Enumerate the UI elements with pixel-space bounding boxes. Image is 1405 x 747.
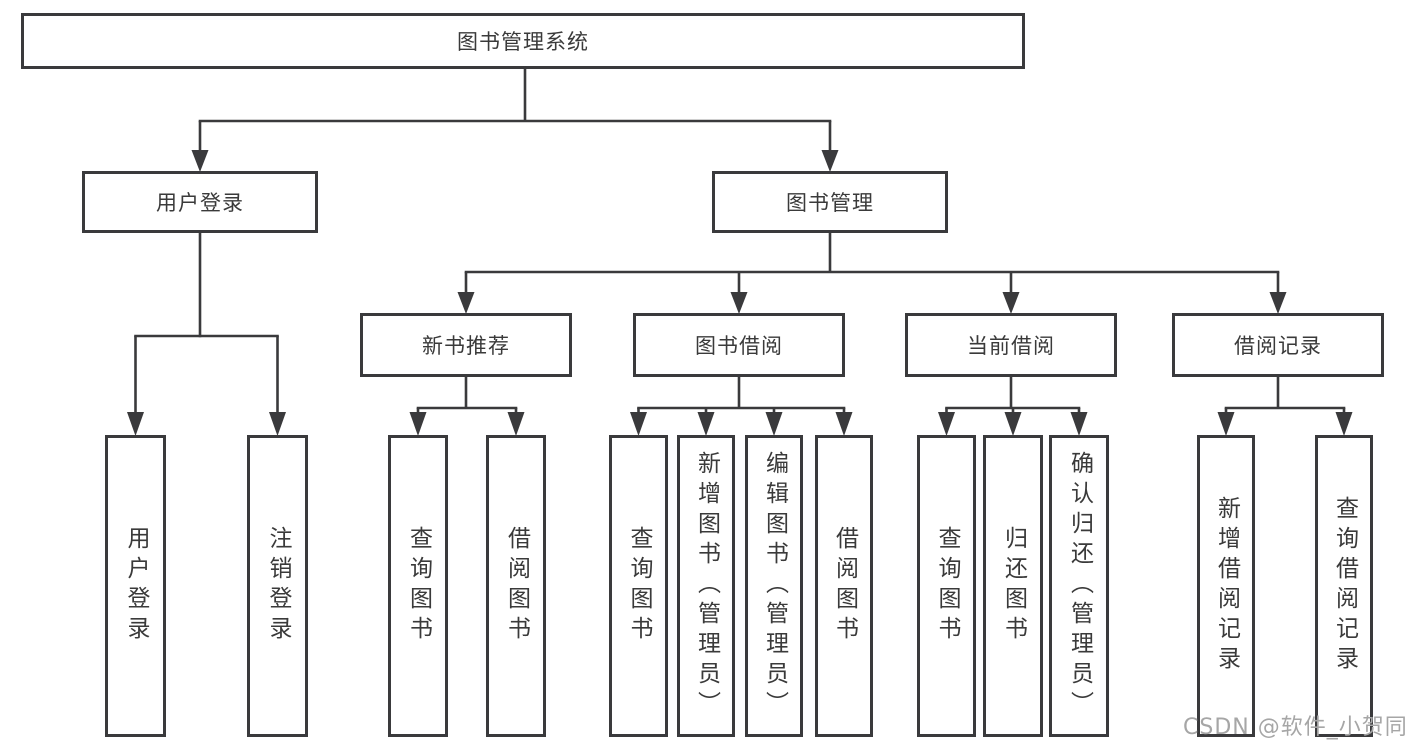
node-user-login-label: 用户登录: [156, 191, 244, 215]
connector-current-borrow-to-leaves: [938, 377, 1088, 436]
connector-borrow-records-to-leaves: [1217, 377, 1353, 436]
leaf-confirm-return-admin: 确认归还（管理员）: [1049, 435, 1109, 737]
node-borrow-records: 借阅记录: [1172, 313, 1384, 377]
node-root-label: 图书管理系统: [457, 30, 589, 54]
leaf-add-borrow-record-label: 新增借阅记录: [1213, 496, 1240, 676]
node-new-book-recommend-label: 新书推荐: [422, 334, 510, 358]
node-book-management-label: 图书管理: [786, 191, 874, 215]
leaf-logout: 注销登录: [247, 435, 308, 737]
csdn-watermark: CSDN @软件_小贺同学: [1183, 715, 1405, 740]
leaf-edit-books-admin: 编辑图书（管理员）: [745, 435, 803, 737]
leaf-borrow-books-label: 借阅图书: [831, 526, 858, 646]
leaf-query-books-borrow: 查询图书: [609, 435, 668, 737]
leaf-confirm-return-admin-label: 确认归还（管理员）: [1066, 451, 1093, 721]
leaf-borrow-books: 借阅图书: [815, 435, 873, 737]
node-book-borrow-label: 图书借阅: [695, 334, 783, 358]
node-book-management: 图书管理: [712, 171, 948, 233]
leaf-add-books-admin-label: 新增图书（管理员）: [693, 451, 720, 721]
leaf-query-borrow-record: 查询借阅记录: [1315, 435, 1373, 737]
leaf-query-books-recommend: 查询图书: [388, 435, 448, 737]
node-user-login: 用户登录: [82, 171, 318, 233]
leaf-return-books-label: 归还图书: [1000, 526, 1027, 646]
connector-book-borrow-to-leaves: [630, 377, 853, 436]
leaf-query-books-current: 查询图书: [917, 435, 976, 737]
leaf-edit-books-admin-label: 编辑图书（管理员）: [761, 451, 788, 721]
leaf-query-books-current-label: 查询图书: [934, 526, 960, 646]
leaf-logout-label: 注销登录: [265, 526, 291, 646]
leaf-borrow-books-recommend: 借阅图书: [486, 435, 546, 737]
leaf-user-login: 用户登录: [105, 435, 166, 737]
node-current-borrow: 当前借阅: [905, 313, 1117, 377]
leaf-return-books: 归还图书: [983, 435, 1043, 737]
leaf-query-books-borrow-label: 查询图书: [626, 526, 652, 646]
node-borrow-records-label: 借阅记录: [1234, 334, 1322, 358]
node-current-borrow-label: 当前借阅: [967, 334, 1055, 358]
node-root-system: 图书管理系统: [21, 13, 1025, 69]
node-book-borrow: 图书借阅: [633, 313, 845, 377]
leaf-borrow-books-recommend-label: 借阅图书: [503, 526, 530, 646]
leaf-user-login-label: 用户登录: [123, 526, 149, 646]
leaf-add-borrow-record: 新增借阅记录: [1197, 435, 1255, 737]
connector-new-book-recommend-to-leaves: [409, 377, 525, 436]
connector-book-management-to-level3: [457, 233, 1287, 314]
connector-root-to-level2: [191, 68, 839, 172]
leaf-query-books-recommend-label: 查询图书: [405, 526, 432, 646]
node-new-book-recommend: 新书推荐: [360, 313, 572, 377]
connector-user-login-to-leaves: [127, 233, 286, 436]
leaf-query-borrow-record-label: 查询借阅记录: [1331, 496, 1358, 676]
leaf-add-books-admin: 新增图书（管理员）: [677, 435, 735, 737]
